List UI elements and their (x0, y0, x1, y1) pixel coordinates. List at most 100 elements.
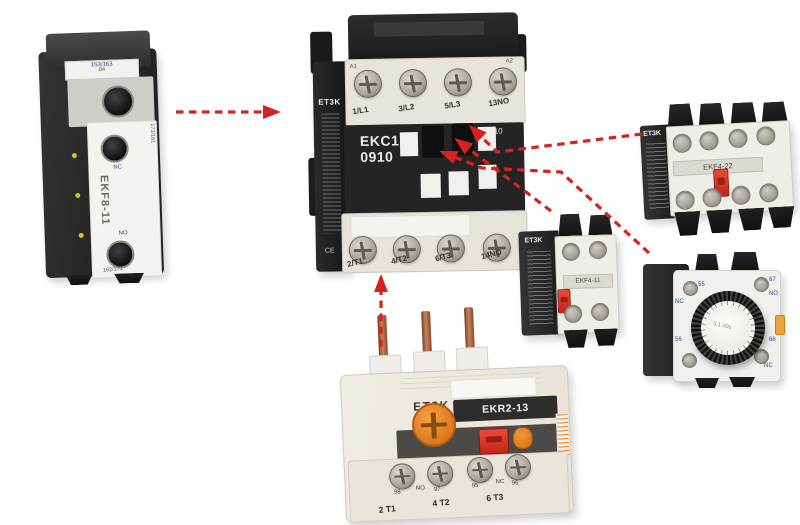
aux-terminal-hole (588, 240, 608, 260)
terminal-label: 2/T1 (346, 256, 364, 269)
aux-terminal-hole (758, 182, 779, 203)
terminal-shroud (738, 208, 765, 231)
aux-terminal-hole (672, 133, 693, 154)
side-spec-text (321, 113, 342, 234)
terminal-label: 13NO (487, 96, 510, 109)
main-terminal-label: 4 T2 (432, 496, 450, 509)
side-marking: 172/161 (148, 123, 156, 144)
contact-window (420, 173, 441, 198)
terminal-shroud (768, 206, 795, 228)
aux-terminal-label: 97 (433, 486, 441, 493)
timer-nc2-label: NC (764, 363, 773, 369)
timer-terminal-67: 67 (769, 277, 776, 283)
overload-relay: ET3K EKR2-13 98 NO 97 95 NC 96 2 T1 4 T2… (338, 307, 575, 523)
aux2-model: EKF4-11 (575, 276, 601, 285)
timer-dial-face: 0.1-30s (705, 305, 751, 351)
contact-window (448, 171, 469, 196)
side-mount-aux-block: 153/163 04 172/161 NC EKF8-11 NO 162/171 (38, 30, 173, 286)
terminal-label: 3/L2 (397, 102, 416, 114)
timer-nc-label: NC (675, 299, 684, 305)
timer-terminal-55: 55 (698, 282, 705, 288)
coil-terminal-a1: A1 (349, 64, 358, 71)
nc-label: NC (113, 164, 123, 171)
brand-logo: ET3K (642, 129, 662, 138)
aux-white-label: 172/161 NC EKF8-11 NO 162/171 (86, 120, 163, 279)
top-marking-2: 04 (98, 66, 106, 74)
line-terminal-screw (443, 68, 473, 97)
timer-foot (695, 378, 719, 388)
timer-terminal-hole (754, 349, 769, 364)
aux-mount-tab (451, 123, 475, 156)
aux-terminal-screw (426, 460, 454, 488)
timer-terminal-68: 68 (769, 337, 776, 343)
aux-terminal-screw (504, 453, 532, 481)
no-terminal-hole (105, 240, 135, 270)
aux-terminal-label: 95 (471, 483, 479, 490)
line-terminal-screw (398, 68, 428, 98)
aux-mount-tab (421, 125, 445, 158)
main-terminal-label: 2 T1 (378, 503, 397, 515)
aux-terminal-hole (699, 130, 720, 151)
aux-foot (66, 275, 92, 286)
line-terminal-screw (353, 69, 383, 99)
aux-terminal-hole (730, 185, 751, 206)
ce-mark: CE (324, 247, 335, 255)
terminal-shroud (564, 329, 589, 348)
aux-terminal-hole (561, 242, 581, 262)
aux-terminal-hole (727, 128, 748, 149)
timer-dial-text: 0.1-30s (712, 321, 732, 331)
aux-foot (114, 273, 144, 284)
aux-terminal-label: NC (495, 478, 505, 486)
aux-terminal-label: NO (415, 485, 425, 492)
timer-face: 55 NC 67 NO 56 68 NC 0.1-30s (673, 270, 785, 382)
timer-terminal-56: 56 (675, 337, 682, 343)
contact-window (478, 164, 497, 189)
aux-terminal-hole (755, 125, 776, 146)
timer-terminal-hole (682, 353, 697, 368)
timer-foot (729, 377, 755, 387)
coil-terminal-a2: A2 (505, 58, 513, 65)
terminal-label: 4/T2 (390, 253, 408, 267)
main-terminal-label: 6 T3 (485, 491, 504, 504)
terminal-shroud (674, 211, 701, 236)
terminal-shroud (706, 209, 733, 233)
contact-window (477, 126, 497, 151)
contact-window (399, 132, 419, 157)
aux-terminal-hole (563, 304, 583, 324)
timer-top-tab (695, 254, 719, 272)
timer-terminal-hole (683, 281, 698, 296)
brand-logo: ET3K (524, 236, 543, 245)
timer-block: 55 NC 67 NO 56 68 NC 0.1-30s (643, 252, 785, 388)
timer-select-tab (775, 315, 785, 335)
aux2-face: EKF4-11 (554, 234, 620, 335)
aux-contact-block-4p: ET3K EKF4-22 (639, 98, 796, 238)
relay-model-band: EKR2-13 (452, 395, 558, 423)
terminal-shroud (588, 214, 613, 235)
aux4-face: EKF4-22 (665, 120, 795, 217)
upper-terminal-bank: A1 A2 1/L1 3/L2 5/L3 13NO (344, 56, 526, 128)
timer-top-tab (731, 252, 759, 270)
side-aux-model: EKF8-11 (97, 174, 112, 226)
stop-button (478, 427, 510, 455)
contactor: ET3K CE A1 A2 1/L1 3/L2 5/L3 13NO EKC1 0… (308, 12, 529, 274)
bottom-marking: 162/171 (102, 265, 124, 274)
aux-terminal-label: 98 (393, 489, 401, 496)
white-sticker (450, 376, 537, 400)
nc-terminal-hole (100, 134, 130, 164)
timer-no-label: NO (769, 291, 778, 297)
terminal-label: 5/L3 (443, 99, 461, 111)
lower-terminal-bank: 2/T1 4/T2 6/T3 14NO (341, 210, 529, 274)
side-spec-text (645, 142, 670, 212)
contactor-model-line1: EKC1 (359, 132, 400, 150)
top-cap-stripe (373, 20, 485, 37)
side-spec-text (526, 250, 554, 326)
line-terminal-screw (488, 67, 518, 96)
aux-terminal-hole (675, 190, 696, 211)
brand-logo: ET3K (318, 97, 341, 107)
aux-terminal-label: 96 (511, 480, 519, 487)
terminal-shroud (594, 328, 619, 346)
relay-terminal-bank: 98 NO 97 95 NC 96 2 T1 4 T2 6 T3 (347, 451, 571, 523)
aux-terminal-hole (590, 302, 610, 322)
aux-terminal-screw (388, 462, 416, 490)
